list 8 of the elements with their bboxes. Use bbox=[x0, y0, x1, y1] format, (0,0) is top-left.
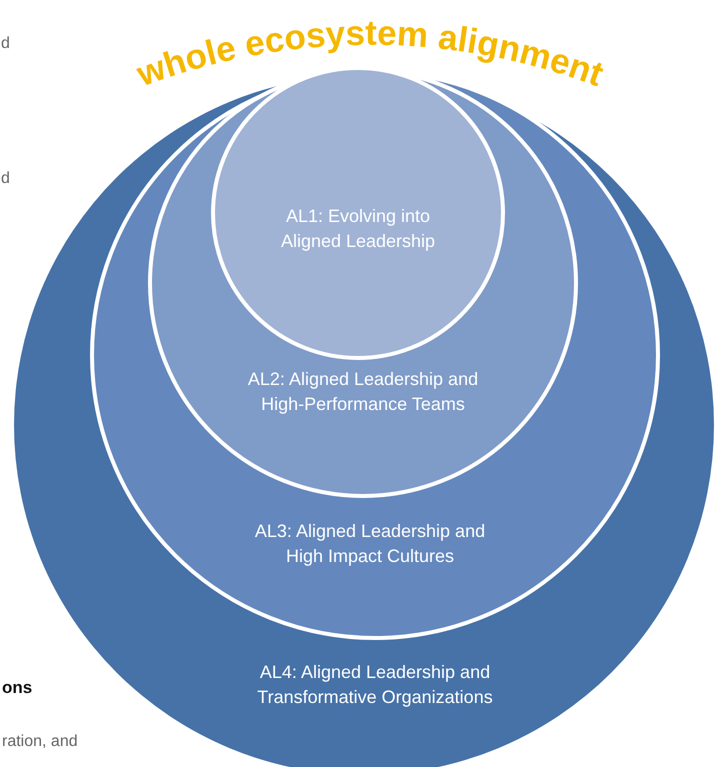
text-fragment: ons bbox=[2, 678, 32, 698]
circle-label: AL4: Aligned Leadership and Transformative Organizations bbox=[256, 661, 494, 709]
circle-label: AL1: Evolving into Aligned Leadership bbox=[280, 205, 436, 253]
circle-label: AL2: Aligned Leadership and High-Performance Teams bbox=[246, 368, 480, 416]
circle-label: AL3: Aligned Leadership and High Impact Cultures bbox=[254, 520, 486, 568]
text-fragment: d bbox=[1, 170, 10, 188]
text-fragment: ration, and bbox=[2, 733, 78, 751]
text-fragment: d bbox=[1, 35, 10, 53]
